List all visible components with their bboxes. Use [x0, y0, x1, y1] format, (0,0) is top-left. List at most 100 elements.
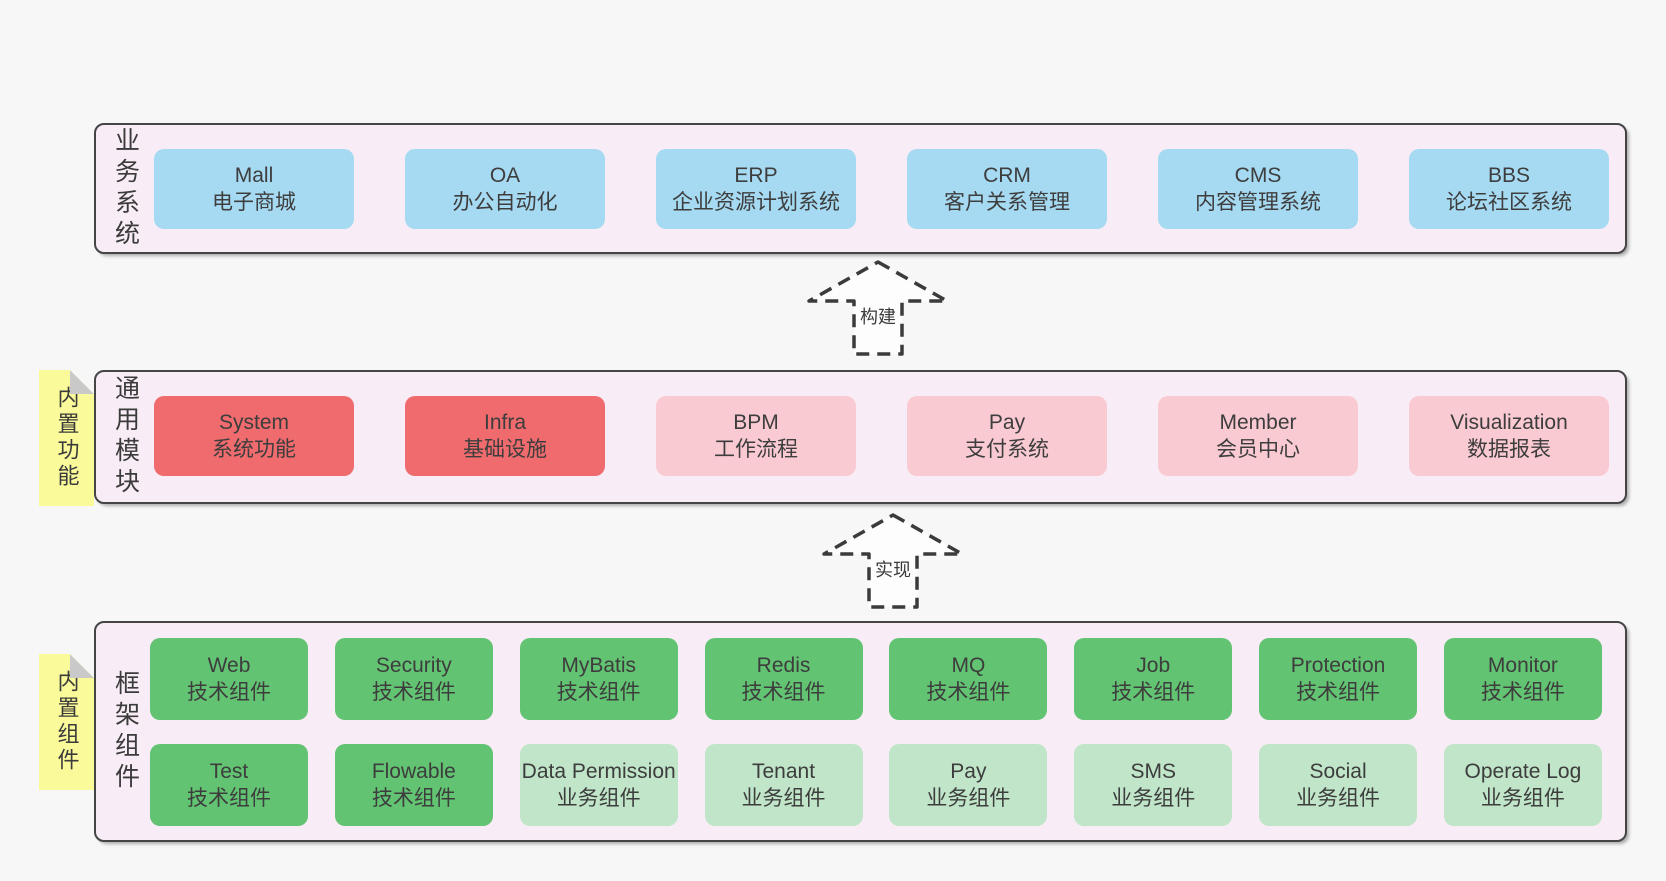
- box-name-cn: 技术组件: [1296, 681, 1381, 704]
- box-name-en: Flowable: [371, 759, 456, 783]
- box-cms: CMS 内容管理系统: [1158, 149, 1358, 229]
- panel-business-systems: 业务系统 Mall 电子商城 OA 办公自动化 ERP 企业资源计划系统 CRM…: [94, 123, 1627, 254]
- box-name-cn: 企业资源计划系统: [672, 191, 840, 214]
- box-name-cn: 支付系统: [965, 438, 1049, 461]
- box-system: System 系统功能: [154, 396, 354, 476]
- box-name-cn: 技术组件: [187, 787, 271, 810]
- box-name-cn: 电子商城: [212, 191, 296, 214]
- arrow-label: 构建: [860, 307, 896, 327]
- sticky-note-text: 内置功能: [54, 386, 80, 490]
- box-name-cn: 客户关系管理: [944, 191, 1070, 214]
- box-data-permission: Data Permission 业务组件: [519, 744, 678, 826]
- box-monitor: Monitor 技术组件: [1443, 638, 1602, 720]
- box-security: Security 技术组件: [334, 638, 493, 720]
- box-name-en: BPM: [733, 410, 779, 434]
- box-name-cn: 业务组件: [1480, 787, 1565, 810]
- box-name-cn: 工作流程: [714, 438, 798, 461]
- box-operate-log: Operate Log 业务组件: [1443, 744, 1602, 826]
- box-mybatis: MyBatis 技术组件: [519, 638, 678, 720]
- box-name-cn: 业务组件: [926, 787, 1011, 810]
- box-name-cn: 业务组件: [1296, 787, 1381, 810]
- folded-corner-icon: [70, 654, 94, 678]
- box-crm: CRM 客户关系管理: [907, 149, 1107, 229]
- box-name-cn: 技术组件: [187, 681, 271, 704]
- box-name-en: Job: [1136, 653, 1171, 677]
- box-name-en: SMS: [1130, 759, 1176, 783]
- modules-box-row: System 系统功能 Infra 基础设施 BPM 工作流程 Pay 支付系统…: [154, 396, 1609, 476]
- dashed-up-arrow-icon: [822, 513, 964, 609]
- box-sms: SMS 业务组件: [1074, 744, 1233, 826]
- box-name-en: Protection: [1290, 653, 1386, 677]
- box-tenant: Tenant 业务组件: [704, 744, 863, 826]
- sticky-note-text: 内置组件: [54, 670, 80, 774]
- box-name-en: Monitor: [1487, 653, 1558, 677]
- box-visualization: Visualization 数据报表: [1409, 396, 1609, 476]
- arrow-implement: 实现: [821, 512, 965, 610]
- panel-business-label: 业务系统: [111, 126, 140, 251]
- box-name-cn: 技术组件: [371, 787, 456, 810]
- box-infra: Infra 基础设施: [405, 396, 605, 476]
- box-name-cn: 会员中心: [1216, 438, 1300, 461]
- box-name-cn: 数据报表: [1467, 438, 1551, 461]
- box-name-en: BBS: [1487, 163, 1531, 187]
- box-name-cn: 业务组件: [1111, 787, 1196, 810]
- box-pay-component: Pay 业务组件: [889, 744, 1048, 826]
- box-oa: OA 办公自动化: [405, 149, 605, 229]
- box-name-en: Infra: [483, 410, 527, 434]
- box-name-en: Redis: [756, 653, 811, 677]
- panel-framework-label: 框架组件: [111, 669, 140, 794]
- box-name-en: System: [218, 410, 289, 434]
- box-name-en: Social: [1309, 759, 1367, 783]
- box-name-en: Operate Log: [1464, 759, 1582, 783]
- box-name-cn: 业务组件: [741, 787, 826, 810]
- box-name-cn: 基础设施: [463, 438, 547, 461]
- box-name-cn: 技术组件: [371, 681, 456, 704]
- box-name-en: Security: [375, 653, 452, 677]
- box-name-cn: 技术组件: [741, 681, 826, 704]
- arrow-build: 构建: [806, 259, 950, 357]
- arrow-label: 实现: [875, 560, 911, 580]
- box-mq: MQ 技术组件: [889, 638, 1048, 720]
- box-erp: ERP 企业资源计划系统: [656, 149, 856, 229]
- sticky-note-builtin-components: 内置组件: [39, 654, 94, 790]
- panel-framework-components: 框架组件 Web 技术组件 Security 技术组件 MyBatis 技术组件…: [94, 621, 1627, 842]
- box-name-en: CRM: [983, 163, 1031, 187]
- box-name-en: MQ: [951, 653, 986, 677]
- box-flowable: Flowable 技术组件: [334, 744, 493, 826]
- box-name-en: Web: [207, 653, 251, 677]
- box-name-en: MyBatis: [561, 653, 637, 677]
- box-mall: Mall 电子商城: [154, 149, 354, 229]
- box-name-en: Data Permission: [521, 759, 676, 783]
- box-name-en: ERP: [734, 163, 778, 187]
- box-member: Member 会员中心: [1158, 396, 1358, 476]
- box-redis: Redis 技术组件: [704, 638, 863, 720]
- box-name-en: Pay: [950, 759, 987, 783]
- framework-box-rows: Web 技术组件 Security 技术组件 MyBatis 技术组件 Redi…: [150, 638, 1602, 826]
- folded-corner-icon: [70, 370, 94, 394]
- box-name-cn: 技术组件: [926, 681, 1011, 704]
- box-name-cn: 技术组件: [1111, 681, 1196, 704]
- sticky-note-builtin-features: 内置功能: [39, 370, 94, 506]
- panel-common-modules: 通用模块 System 系统功能 Infra 基础设施 BPM 工作流程 Pay…: [94, 370, 1627, 504]
- box-name-en: OA: [489, 163, 521, 187]
- box-name-en: Visualization: [1450, 410, 1568, 434]
- box-job: Job 技术组件: [1074, 638, 1233, 720]
- box-web: Web 技术组件: [150, 638, 308, 720]
- business-box-row: Mall 电子商城 OA 办公自动化 ERP 企业资源计划系统 CRM 客户关系…: [154, 149, 1609, 229]
- box-name-cn: 论坛社区系统: [1446, 191, 1572, 214]
- box-name-cn: 内容管理系统: [1195, 191, 1321, 214]
- box-name-en: Member: [1219, 410, 1297, 434]
- panel-modules-label: 通用模块: [111, 375, 140, 499]
- box-name-cn: 技术组件: [556, 681, 641, 704]
- framework-row-2: Test 技术组件 Flowable 技术组件 Data Permission …: [150, 744, 1602, 826]
- box-bpm: BPM 工作流程: [656, 396, 856, 476]
- box-pay-module: Pay 支付系统: [907, 396, 1107, 476]
- box-name-en: Pay: [988, 410, 1026, 434]
- box-name-cn: 系统功能: [212, 438, 296, 461]
- box-protection: Protection 技术组件: [1259, 638, 1418, 720]
- box-name-cn: 技术组件: [1480, 681, 1565, 704]
- box-name-cn: 业务组件: [556, 787, 641, 810]
- box-name-cn: 办公自动化: [452, 191, 558, 214]
- box-test: Test 技术组件: [150, 744, 308, 826]
